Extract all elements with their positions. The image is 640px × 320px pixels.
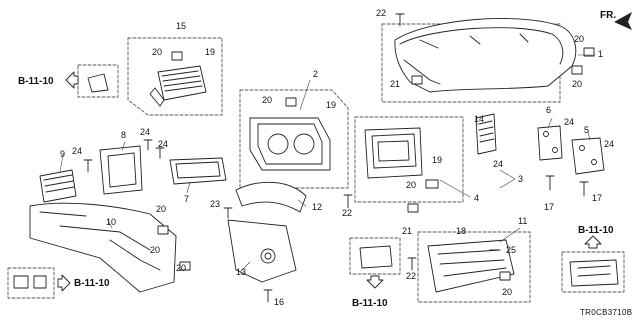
vent-frame-8 (99, 145, 143, 195)
callout-17b: 17 (592, 193, 603, 203)
callout-15: 15 (176, 21, 187, 31)
callout-6: 6 (546, 105, 552, 115)
callout-22c: 22 (406, 271, 417, 281)
callout-17a: 17 (544, 202, 555, 212)
callout-21b: 21 (402, 226, 413, 236)
callout-14: 14 (474, 114, 485, 124)
ref-arrow-right (584, 235, 602, 249)
callout-19b: 19 (326, 100, 337, 110)
callout-13: 13 (236, 267, 247, 277)
callout-19c: 19 (432, 155, 443, 165)
ref-frame-center (349, 237, 401, 275)
callout-24b: 24 (140, 127, 151, 137)
callout-22a: 22 (376, 8, 387, 18)
group-frame-11 (417, 231, 531, 303)
group-frame-3 (354, 116, 464, 203)
callout-18: 18 (456, 226, 467, 236)
ref-label-left-bottom[interactable]: B-11-10 (74, 278, 110, 289)
ref-arrow-left-top (65, 71, 79, 89)
callout-2: 2 (313, 69, 319, 79)
callout-20h: 20 (502, 287, 513, 297)
callout-24e: 24 (564, 117, 575, 127)
side-vent-9 (39, 169, 77, 203)
vent-assembly-15 (149, 65, 207, 107)
dashboard-upper-cover (394, 18, 577, 93)
callout-16: 16 (274, 297, 285, 307)
callout-1: 1 (598, 49, 604, 59)
callout-24a: 24 (72, 146, 83, 156)
ref-part-left-bottom (13, 275, 47, 289)
callout-24f: 24 (604, 139, 615, 149)
callout-9: 9 (60, 149, 66, 159)
group-frame-1 (381, 23, 561, 103)
callout-23: 23 (210, 199, 221, 209)
diagram-code: TR0CB3710B (580, 308, 633, 317)
bracket-6 (537, 125, 563, 161)
ref-label-left-top[interactable]: B-11-10 (18, 76, 54, 87)
callout-11: 11 (518, 216, 528, 226)
ref-frame-left-bottom (7, 267, 55, 299)
callout-21a: 21 (390, 79, 401, 89)
ref-part-right (569, 259, 619, 287)
screw-parts (83, 13, 589, 303)
callout-10: 10 (106, 217, 117, 227)
group-frame-2 (239, 89, 349, 189)
pocket-7 (169, 157, 227, 185)
callout-8: 8 (121, 130, 127, 140)
ref-label-center[interactable]: B-11-10 (352, 298, 388, 309)
callout-20a: 20 (152, 47, 163, 57)
callout-7: 7 (184, 194, 190, 204)
group-frame-15 (127, 37, 223, 116)
callout-20e: 20 (406, 180, 417, 190)
clip-parts (157, 47, 595, 281)
callout-24c: 24 (158, 139, 169, 149)
callout-12: 12 (312, 202, 323, 212)
meter-visor-2 (249, 117, 331, 171)
callout-25: 25 (506, 245, 517, 255)
lower-dashboard-10 (29, 202, 177, 293)
callout-20f: 20 (156, 204, 167, 214)
callout-3: 3 (518, 174, 524, 184)
column-cover-upper-12 (235, 181, 307, 213)
ref-part-center (359, 245, 393, 269)
ref-arrow-left-bottom (57, 274, 71, 292)
callout-4: 4 (474, 193, 480, 203)
leader-lines (59, 54, 596, 273)
front-direction-arrow (614, 12, 632, 30)
callout-24d: 24 (493, 159, 504, 169)
callout-5: 5 (584, 125, 590, 135)
ref-arrow-center (366, 275, 384, 289)
front-direction-label: FR. (600, 10, 617, 21)
bracket-5 (571, 137, 605, 175)
callout-20c: 20 (574, 34, 585, 44)
side-vent-14 (475, 113, 497, 155)
ref-label-right[interactable]: B-11-10 (578, 225, 614, 236)
callout-20d: 20 (572, 79, 583, 89)
center-panel-4 (364, 127, 423, 179)
callout-20g: 20 (150, 245, 161, 255)
callout-22b: 22 (342, 208, 353, 218)
callout-20b: 20 (262, 95, 273, 105)
callout-20i: 20 (176, 263, 187, 273)
glove-box-11 (427, 239, 515, 293)
callout-19a: 19 (205, 47, 216, 57)
ref-part-left-top (87, 73, 109, 93)
column-cover-lower-13 (227, 219, 297, 283)
ref-frame-right (561, 251, 625, 293)
